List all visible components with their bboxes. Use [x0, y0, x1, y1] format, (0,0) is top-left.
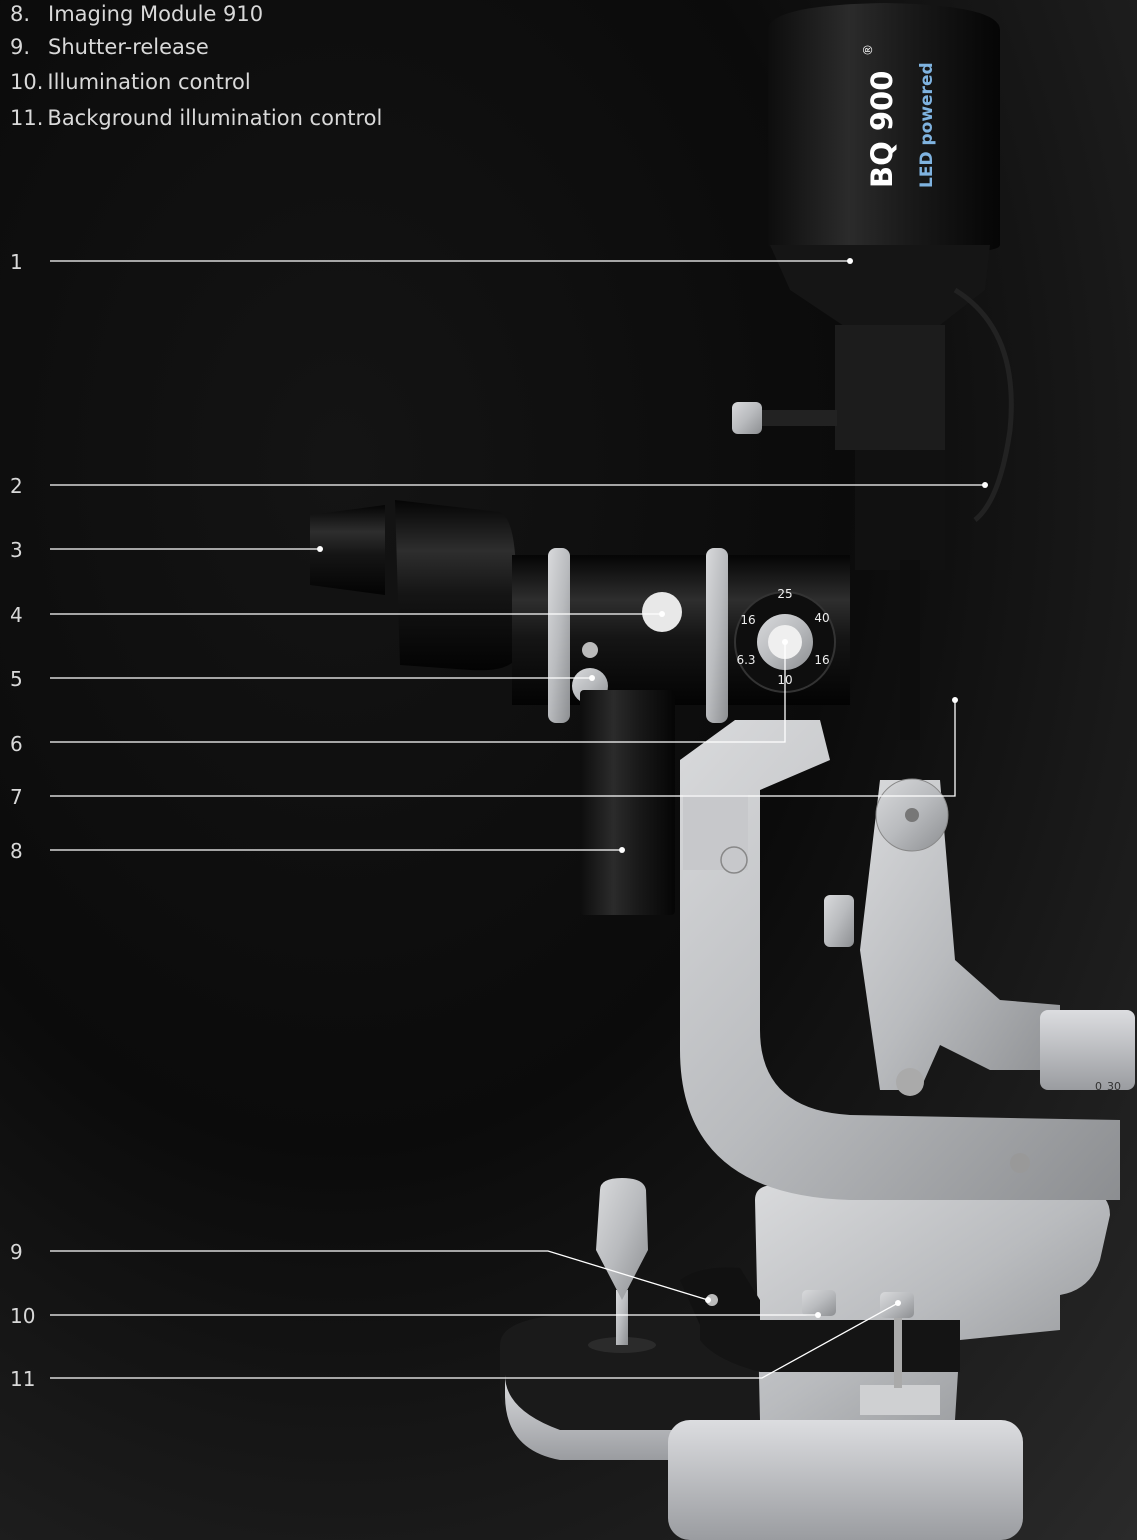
legend-number: 8. — [10, 2, 31, 26]
callout-number-6: 6 — [10, 732, 23, 756]
legend-item: 9. Shutter-release — [10, 35, 209, 59]
callout-6 — [50, 639, 788, 743]
callout-8 — [50, 847, 625, 853]
illumination-arm — [860, 778, 1135, 1096]
imaging-module — [580, 690, 675, 915]
callout-5 — [50, 675, 595, 681]
legend-number: 10. — [10, 70, 44, 94]
callout-number-10: 10 — [10, 1304, 36, 1328]
callout-number-5: 5 — [10, 667, 23, 691]
legend-number: 11. — [10, 106, 44, 130]
callout-number-9: 9 — [10, 1240, 23, 1264]
callout-number-2: 2 — [10, 474, 23, 498]
legend-label: Illumination control — [47, 70, 251, 94]
scale-number: 30 — [1107, 1080, 1121, 1093]
registered-mark: ® — [861, 44, 875, 56]
scale-number: 0 — [1095, 1080, 1102, 1093]
callout-3 — [50, 546, 323, 552]
lamp-stem — [835, 325, 945, 740]
legend-item: 10.Illumination control — [10, 70, 251, 94]
callout-number-4: 4 — [10, 603, 23, 627]
brand-label: BQ 900 — [865, 71, 899, 188]
dial-number: 16 — [740, 613, 755, 627]
callout-number-1: 1 — [10, 250, 23, 274]
legend-label: Shutter-release — [48, 35, 209, 59]
callout-11 — [50, 1300, 901, 1379]
callout-7 — [50, 697, 958, 797]
callout-number-3: 3 — [10, 538, 23, 562]
dial-number: 16 — [814, 653, 829, 667]
dial-number: 6.3 — [736, 653, 755, 667]
callout-number-8: 8 — [10, 839, 23, 863]
eyepiece — [310, 500, 517, 671]
lamp-housing — [768, 3, 1000, 330]
legend-item: 8. Imaging Module 910 — [10, 2, 263, 26]
legend-label: Background illumination control — [47, 106, 383, 130]
side-knob[interactable] — [824, 895, 854, 947]
dial-number: 25 — [777, 587, 792, 601]
front-block — [668, 1420, 1023, 1540]
callout-4 — [50, 611, 665, 617]
legend-item: 11.Background illumination control — [10, 106, 382, 130]
callout-number-7: 7 — [10, 785, 23, 809]
lamp-knob[interactable] — [732, 402, 837, 434]
illumination-knob[interactable] — [802, 1290, 836, 1316]
callout-10 — [50, 1312, 821, 1318]
callout-number-11: 11 — [10, 1367, 36, 1391]
callout-2 — [50, 482, 988, 488]
dial-number: 40 — [814, 611, 829, 625]
c-arm — [680, 720, 1120, 1200]
base-plate — [500, 1315, 760, 1460]
legend-label: Imaging Module 910 — [48, 2, 264, 26]
power-cable — [953, 287, 1014, 522]
callout-1 — [50, 258, 853, 264]
brand-subtitle: LED powered — [917, 62, 937, 188]
callout-9 — [50, 1250, 711, 1303]
legend-number: 9. — [10, 35, 31, 59]
